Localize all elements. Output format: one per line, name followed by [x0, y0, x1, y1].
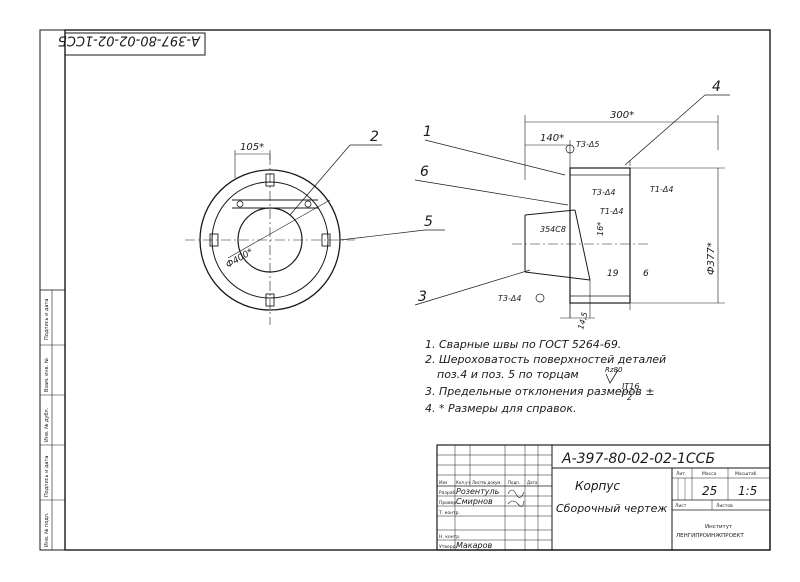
- note-2: 2. Шероховатость поверхностей деталей: [425, 353, 666, 366]
- tb-doc-code: А-397-80-02-02-1ССБ: [561, 451, 715, 467]
- tb-role-4: Н. контр.: [439, 534, 461, 540]
- note-3: 3. Предельные отклонения размеров ±: [425, 385, 655, 398]
- callout-6: 6: [420, 164, 429, 180]
- section-dim-45: 14,5: [576, 311, 589, 331]
- tb-scale-value: 1:5: [738, 484, 757, 498]
- section-dim-6: 6: [643, 269, 649, 279]
- tb-col-date: Дата: [527, 480, 538, 485]
- weld-mark-5: Т3-Δ4: [498, 294, 521, 303]
- side-stamp-column: Подпись и дата Взам. инв. № Инв. № дубл.…: [39, 289, 66, 551]
- note-4: 4. * Размеры для справок.: [425, 402, 577, 415]
- tb-lit-label: Лит.: [676, 471, 686, 477]
- side-stamp-2: Взам. инв. №: [44, 357, 50, 392]
- tb-col-kol: Кол.уч: [456, 480, 470, 485]
- weld-mark-3: Т1-Δ4: [650, 185, 673, 194]
- code-stamp-box: А-397-80-02-02-1ССБ: [58, 32, 206, 56]
- tb-name-line1: Корпус: [575, 479, 620, 493]
- weld-mark-4: Т1-Δ4: [600, 207, 623, 216]
- callout-5: 5: [424, 214, 433, 230]
- callout-3: 3: [418, 289, 427, 305]
- tb-name-2: Смирнов: [456, 497, 493, 506]
- tb-sheet-label: Лист: [675, 503, 687, 509]
- plan-view: 105* Ф400* 2 5: [185, 129, 445, 325]
- section-view: 300* 140* Т3-Δ5 Т3-Δ4 Т1-Δ4 Т1-Δ4 354С8 …: [414, 79, 730, 331]
- side-stamp-1: Подпись и дата: [44, 299, 50, 340]
- section-dim-overall: 300*: [610, 110, 634, 121]
- plan-dim-width: 105*: [240, 142, 264, 153]
- tolerance-num: IT16: [622, 382, 639, 391]
- tb-role-3: Т. контр.: [438, 510, 460, 516]
- side-stamp-3: Инв. № дубл.: [44, 407, 50, 442]
- title-block: Изм Кол.уч Лист № докум. Подп. Дата Разр…: [436, 444, 771, 551]
- tb-col-sign: Подп.: [508, 480, 520, 485]
- callout-4: 4: [712, 79, 721, 95]
- roughness-mark: Rz80: [605, 366, 623, 374]
- weld-mark-1: Т3-Δ5: [576, 140, 599, 149]
- tb-role-2: Провер.: [439, 500, 458, 506]
- tb-col-doc: № докум.: [482, 480, 502, 485]
- section-dim-16: 16*: [596, 222, 605, 236]
- side-stamp-4: Подпись и дата: [44, 456, 50, 497]
- tb-name-1: Розентуль: [456, 487, 500, 496]
- callout-2: 2: [370, 129, 379, 145]
- tb-scale-label: Масштаб: [735, 471, 757, 477]
- note-2b: поз.4 и поз. 5 по торцам: [437, 368, 579, 381]
- tb-name-line2: Сборочный чертеж: [556, 502, 667, 515]
- tb-col-izm: Изм: [439, 480, 447, 485]
- section-dim-inner: 354С8: [540, 225, 566, 234]
- technical-notes: 1. Сварные швы по ГОСТ 5264-69. 2. Шерох…: [425, 338, 666, 415]
- side-stamp-5: Инв. № подл.: [44, 512, 50, 547]
- note-1: 1. Сварные швы по ГОСТ 5264-69.: [425, 338, 621, 351]
- tb-org-line1: Институт: [705, 524, 733, 530]
- code-stamp-text: А-397-80-02-02-1ССБ: [58, 33, 201, 48]
- tb-role-1: Разраб.: [439, 490, 457, 496]
- tb-role-5: Утверд.: [439, 544, 457, 550]
- tb-mass-value: 25: [702, 484, 717, 498]
- section-dim-19: 19: [607, 269, 619, 279]
- signature-2: [507, 500, 525, 507]
- signature-1: [507, 489, 525, 498]
- tb-col-list: Лист: [472, 480, 483, 485]
- roughness-icon: [605, 369, 619, 384]
- section-dim-offset: 140*: [540, 133, 564, 144]
- tb-sheets-label: Листов: [716, 503, 733, 509]
- tb-mass-label: Масса: [702, 471, 717, 477]
- tb-org-line2: ЛЕНГИПРОИНЖПРОЕКТ: [676, 533, 744, 539]
- tolerance-den: 2: [627, 393, 632, 402]
- weld-mark-2: Т3-Δ4: [592, 188, 615, 197]
- outer-frame: [39, 29, 771, 551]
- section-dim-height: Ф377*: [706, 242, 717, 275]
- tb-name-3: Макаров: [456, 541, 493, 550]
- callout-1: 1: [423, 124, 432, 140]
